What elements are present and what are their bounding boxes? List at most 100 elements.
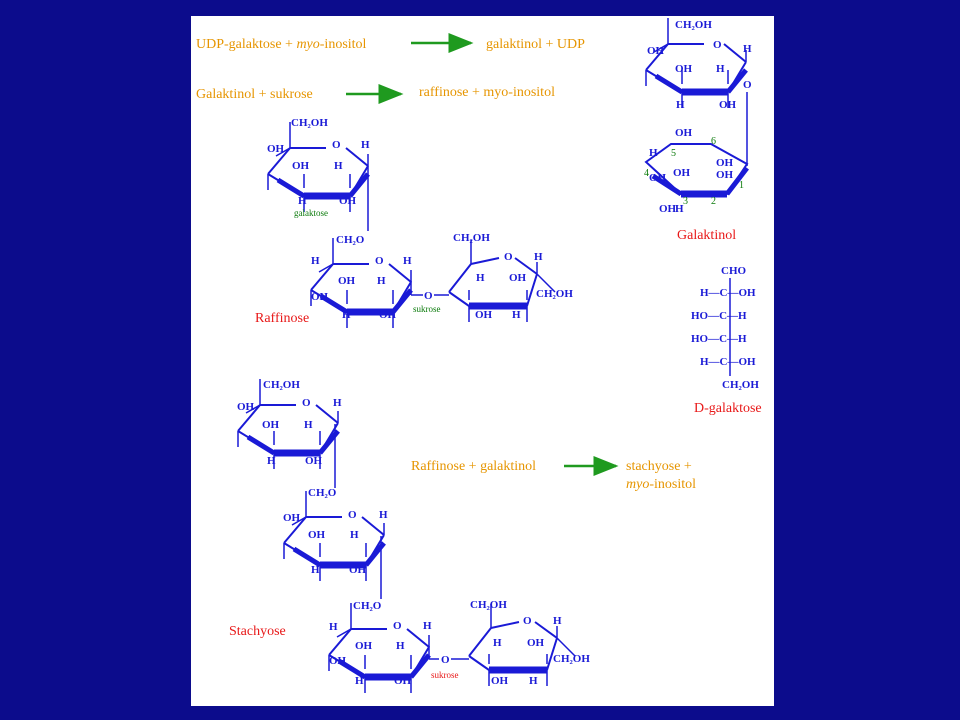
galaktinol-label: Galaktinol <box>677 228 736 243</box>
svg-text:H: H <box>716 63 725 75</box>
svg-text:O: O <box>523 615 532 627</box>
svg-text:H: H <box>377 275 386 287</box>
svg-text:H: H <box>423 620 432 632</box>
svg-text:H: H <box>403 255 412 267</box>
galaktinol-structure: CH₂OH O OH H OH H H OH O OH H OH OH OH O… <box>644 18 752 243</box>
svg-text:1: 1 <box>739 180 744 191</box>
svg-text:OH: OH <box>509 272 527 284</box>
svg-text:OH: OH <box>649 172 667 184</box>
svg-text:H: H <box>649 147 658 159</box>
d-galaktose-label: D-galaktose <box>694 401 762 416</box>
svg-text:H: H <box>476 272 485 284</box>
svg-text:OH: OH <box>716 157 734 169</box>
galaktinol-ch2oh: CH₂OH <box>675 19 712 31</box>
svg-text:OH: OH <box>716 169 734 181</box>
svg-text:H: H <box>355 675 364 687</box>
svg-text:O: O <box>348 509 357 521</box>
svg-text:CH₂OH: CH₂OH <box>470 599 507 611</box>
svg-text:O: O <box>743 79 752 91</box>
svg-text:H: H <box>342 309 351 321</box>
reaction-1-substrates: UDP-galaktose + myo-inositol <box>196 37 367 52</box>
svg-text:OH: OH <box>237 401 255 413</box>
svg-text:H: H <box>304 419 313 431</box>
svg-text:OH: OH <box>329 655 347 667</box>
svg-text:CH₂OH: CH₂OH <box>553 653 590 665</box>
svg-text:3: 3 <box>683 196 688 207</box>
svg-text:H: H <box>534 251 543 263</box>
reaction-1: UDP-galaktose + myo-inositol galaktinol … <box>196 33 585 53</box>
svg-text:H: H <box>311 564 320 576</box>
svg-text:CH₂OH: CH₂OH <box>291 117 328 129</box>
svg-text:H: H <box>675 203 684 215</box>
svg-text:OH: OH <box>659 203 677 215</box>
svg-text:CH₂O: CH₂O <box>336 234 365 246</box>
svg-text:OH: OH <box>292 160 310 172</box>
svg-text:OH: OH <box>308 529 326 541</box>
svg-text:O: O <box>504 251 513 263</box>
svg-text:H: H <box>334 160 343 172</box>
svg-text:H: H <box>379 509 388 521</box>
reaction-2: Galaktinol + sukrose raffinose + myo-ino… <box>196 84 555 104</box>
svg-text:H: H <box>676 99 685 111</box>
svg-text:CH₂OH: CH₂OH <box>536 288 573 300</box>
svg-text:O: O <box>302 397 311 409</box>
svg-text:OH: OH <box>394 675 412 687</box>
svg-text:OH: OH <box>267 143 285 155</box>
svg-text:OH: OH <box>647 45 665 57</box>
svg-text:H: H <box>329 621 338 633</box>
svg-text:OH: OH <box>491 675 509 687</box>
sukrose-sublabel: sukrose <box>413 304 441 314</box>
svg-text:O: O <box>441 654 450 666</box>
svg-text:2: 2 <box>711 196 716 207</box>
svg-text:OH: OH <box>673 167 691 179</box>
stachyose-label: Stachyose <box>229 624 286 639</box>
svg-text:H: H <box>493 637 502 649</box>
svg-text:CH₂OH: CH₂OH <box>453 232 490 244</box>
svg-text:4: 4 <box>644 168 649 179</box>
stachyose-structure: CH₂OH O OH H OH H H OH CH₂O O OH H OH H … <box>229 379 590 693</box>
reaction-2-products: raffinose + myo-inositol <box>419 85 555 100</box>
svg-text:OH: OH <box>311 291 329 303</box>
svg-text:OH: OH <box>355 640 373 652</box>
galaktose-sublabel: galaktose <box>294 208 328 218</box>
svg-text:H: H <box>311 255 320 267</box>
svg-text:6: 6 <box>711 136 716 147</box>
svg-text:OH: OH <box>475 309 493 321</box>
svg-text:CH₂OH: CH₂OH <box>722 379 759 391</box>
svg-text:H: H <box>298 195 307 207</box>
svg-text:OH: OH <box>338 275 356 287</box>
svg-text:O: O <box>393 620 402 632</box>
reaction-3-substrates: Raffinose + galaktinol <box>411 459 536 474</box>
d-galaktose-structure: CHO H—C—OH HO—C—H HO—C—H H—C—OH CH₂OH D-… <box>691 265 762 416</box>
reaction-1-products: galaktinol + UDP <box>486 37 585 52</box>
svg-text:H—C—OH: H—C—OH <box>700 287 756 299</box>
svg-text:H: H <box>396 640 405 652</box>
svg-text:H: H <box>361 139 370 151</box>
svg-text:HO—C—H: HO—C—H <box>691 310 747 322</box>
svg-text:CH₂OH: CH₂OH <box>263 379 300 391</box>
svg-text:H: H <box>350 529 359 541</box>
svg-text:OH: OH <box>675 63 693 75</box>
svg-text:H: H <box>743 43 752 55</box>
svg-text:H: H <box>512 309 521 321</box>
raffinose-label: Raffinose <box>255 311 309 326</box>
svg-text:OH: OH <box>283 512 301 524</box>
stachyose-sukrose-sublabel: sukrose <box>431 670 459 680</box>
svg-text:OH: OH <box>527 637 545 649</box>
svg-text:H: H <box>529 675 538 687</box>
svg-text:H: H <box>333 397 342 409</box>
svg-text:CH₂O: CH₂O <box>353 600 382 612</box>
svg-text:OH: OH <box>379 309 397 321</box>
aldehyde-label: CHO <box>721 265 747 277</box>
reaction-3-product-line1: stachyose + <box>626 459 692 474</box>
svg-text:OH: OH <box>675 127 693 139</box>
svg-text:OH: OH <box>339 195 357 207</box>
reaction-3: Raffinose + galaktinol stachyose + myo-i… <box>411 456 696 492</box>
svg-text:HO—C—H: HO—C—H <box>691 333 747 345</box>
svg-text:OH: OH <box>262 419 280 431</box>
raffinose-structure: CH₂OH O OH H OH H H OH galaktose CH₂O O … <box>255 117 573 328</box>
svg-text:OH: OH <box>305 455 323 467</box>
svg-text:OH: OH <box>349 564 367 576</box>
svg-text:O: O <box>375 255 384 267</box>
svg-text:H—C—OH: H—C—OH <box>700 356 756 368</box>
